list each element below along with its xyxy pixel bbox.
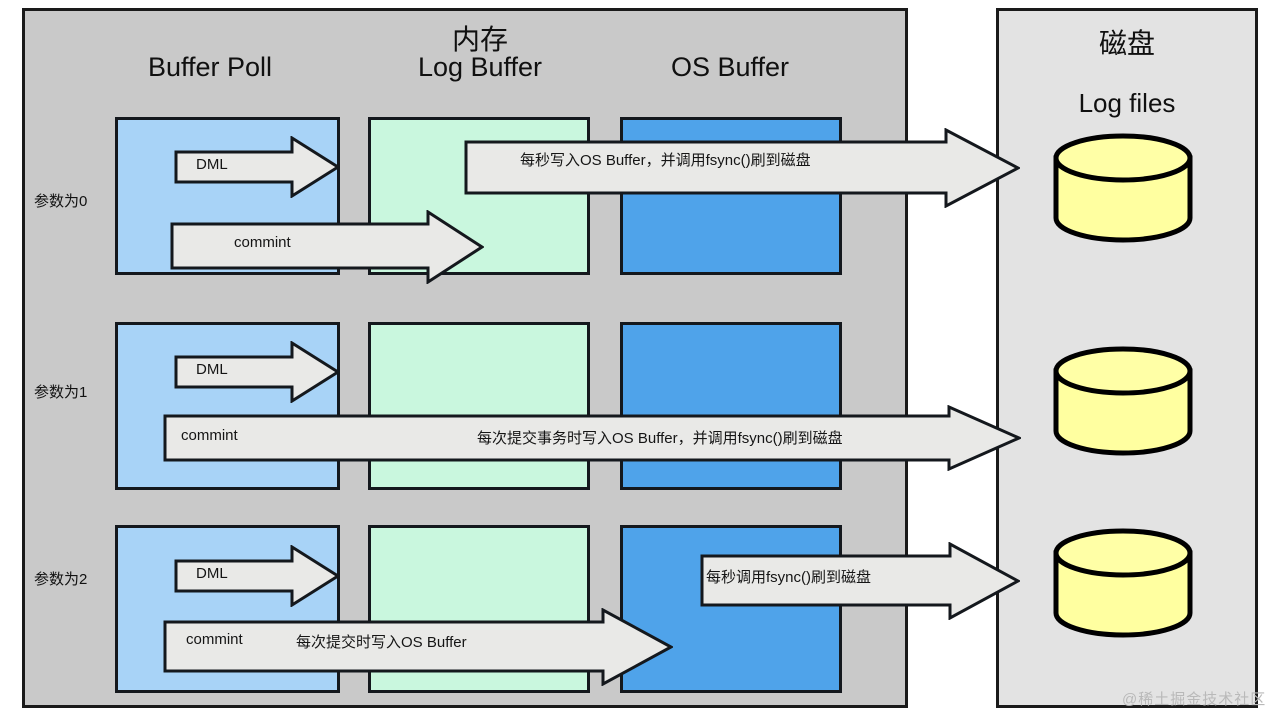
disk-panel-subtitle: Log files [1078, 88, 1176, 118]
dml-arrow-row-1 [174, 341, 340, 403]
commit-arrow-row-0 [170, 210, 484, 284]
column-header-buffer-pool: Buffer Poll [147, 52, 273, 82]
flush-arrow-row-0 [464, 128, 1020, 208]
os-buffer-box-row-2 [620, 525, 842, 693]
row-label-2: 参数为2 [34, 571, 88, 588]
os-buffer-box-row-1 [620, 322, 842, 490]
buffer-pool-box-row-1 [115, 322, 340, 490]
database-cylinder-icon-row-0 [1052, 132, 1194, 244]
commit-arrow-row-2 [163, 608, 673, 686]
dml-arrow-row-2 [174, 545, 340, 607]
memory-panel-title: 内存 [451, 24, 508, 55]
column-header-os-buffer: OS Buffer [670, 52, 790, 82]
dml-arrow-row-0 [174, 136, 340, 198]
database-cylinder-icon-row-1 [1052, 345, 1194, 457]
commit-flush-arrow-row-1 [163, 405, 1021, 471]
watermark: @稀土掘金技术社区 [1122, 691, 1267, 708]
row-label-0: 参数为0 [34, 193, 88, 210]
disk-panel-title: 磁盘 [1098, 28, 1155, 59]
flush-arrow-row-2 [700, 542, 1020, 620]
database-cylinder-icon-row-2 [1052, 527, 1194, 639]
log-buffer-box-row-1 [368, 322, 590, 490]
row-label-1: 参数为1 [34, 384, 88, 401]
column-header-log-buffer: Log Buffer [417, 52, 543, 82]
